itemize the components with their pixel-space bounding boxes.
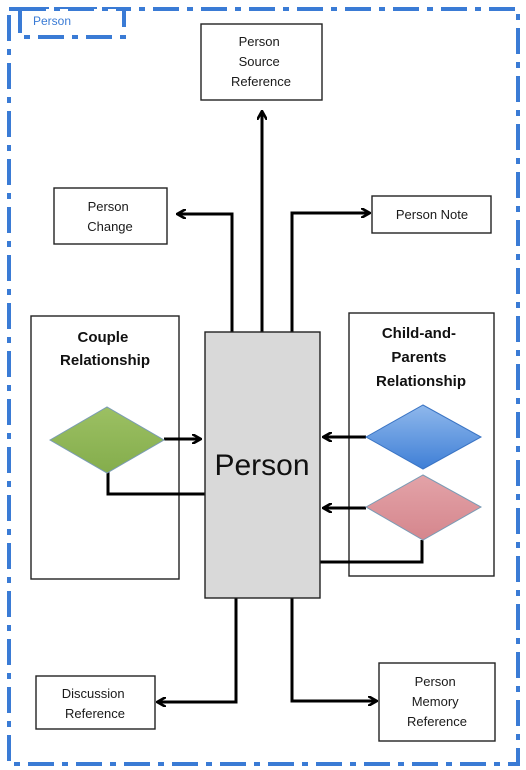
frame-label: Person bbox=[33, 14, 71, 28]
outer-frame bbox=[7, 7, 520, 766]
person-source-reference-label: Person Source Reference bbox=[231, 34, 291, 89]
child-and-parents-diamond bbox=[364, 404, 483, 470]
arrow-to-person-note bbox=[290, 213, 369, 332]
person-entity-label: Person bbox=[214, 449, 309, 482]
person-note-box bbox=[371, 195, 492, 234]
person-entity-box bbox=[204, 331, 321, 599]
line-child-to-person bbox=[320, 540, 424, 564]
couple-diamond bbox=[49, 406, 165, 474]
person-note-label: Person Note bbox=[396, 207, 468, 222]
child-and-parents-relationship-title: Child-and- Parents Relationship bbox=[376, 325, 466, 390]
parent-diamond bbox=[364, 474, 483, 541]
person-change-box bbox=[53, 187, 168, 245]
frame-label-tab bbox=[18, 7, 126, 39]
person-memory-reference-label: Person Memory Reference bbox=[407, 674, 467, 729]
person-memory-reference-box bbox=[378, 662, 496, 742]
line-couple-to-person bbox=[106, 472, 205, 496]
arrow-to-person-change bbox=[178, 214, 234, 332]
person-change-label: Person Change bbox=[87, 199, 133, 234]
arrow-to-person-memory-reference bbox=[290, 598, 376, 701]
person-source-reference-box bbox=[200, 23, 323, 101]
couple-relationship-title: Couple Relationship bbox=[60, 329, 150, 369]
discussion-reference-label: Discussion Reference bbox=[62, 686, 128, 721]
discussion-reference-box bbox=[35, 675, 156, 730]
arrow-to-discussion-reference bbox=[158, 598, 238, 702]
